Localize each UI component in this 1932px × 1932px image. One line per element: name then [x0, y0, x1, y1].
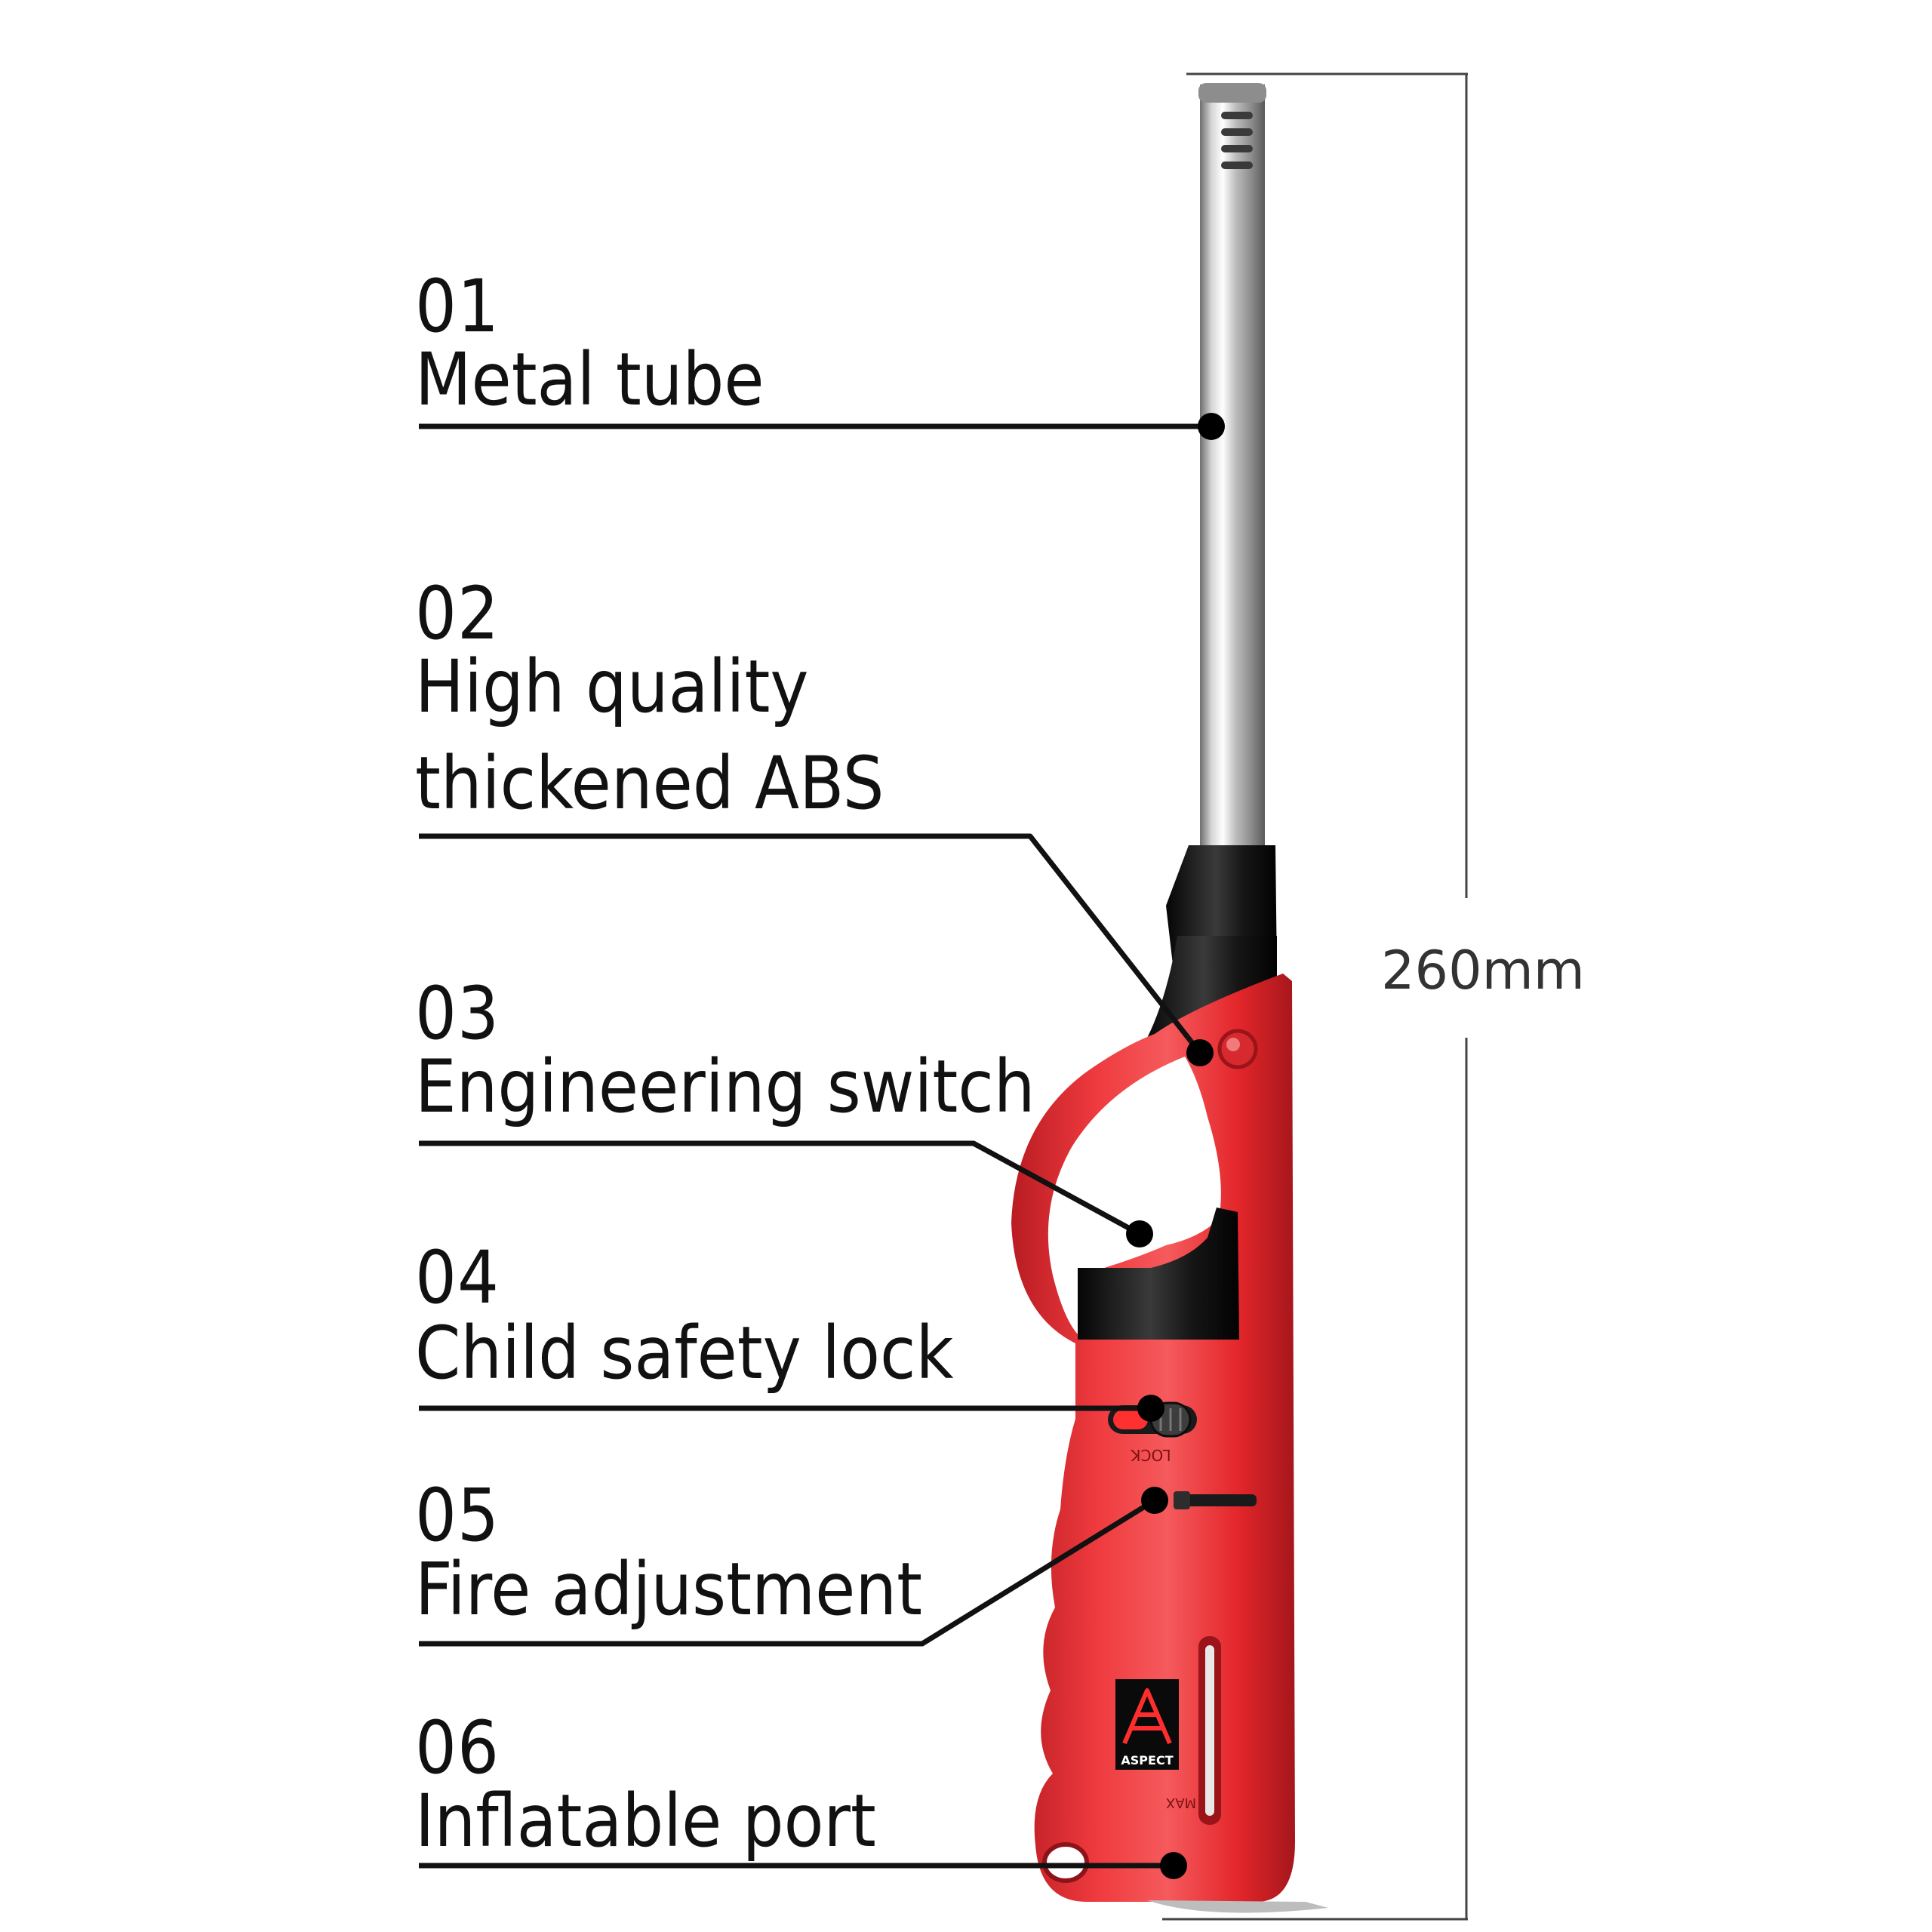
trigger-switch — [1078, 1208, 1239, 1340]
leader-03 — [419, 1140, 1141, 1237]
dimension-line — [1162, 72, 1468, 1921]
callout-01-number: 01 — [415, 264, 500, 349]
metal-tube — [1200, 85, 1265, 858]
dot-02 — [1186, 1039, 1214, 1066]
callout-04-text: Child safety lock — [415, 1311, 954, 1395]
callout-02-number: 02 — [415, 571, 500, 656]
tube-slots — [1221, 112, 1253, 169]
bottom-shadow — [1147, 1900, 1328, 1913]
callout-05-number: 05 — [415, 1473, 500, 1558]
leader-05 — [419, 1498, 1156, 1647]
dot-06 — [1160, 1852, 1187, 1879]
lock-label: LOCK — [1130, 1446, 1171, 1464]
callout-03-text: Engineering switch — [415, 1044, 1035, 1129]
callout-04-number: 04 — [415, 1235, 500, 1320]
dot-03 — [1126, 1220, 1153, 1247]
rivet-highlight — [1226, 1038, 1240, 1051]
leader-dots — [1126, 413, 1225, 1879]
dimension-label: 260mm — [1381, 940, 1585, 1001]
fire-adjust-knob — [1174, 1491, 1190, 1509]
metal-tube-cap — [1198, 83, 1266, 103]
fuel-window-inner — [1205, 1645, 1214, 1816]
dot-01 — [1198, 413, 1225, 440]
dot-05 — [1141, 1487, 1168, 1514]
callout-01-text: Metal tube — [415, 337, 764, 422]
brand-logo-mark — [1122, 1688, 1172, 1745]
hang-hole — [1042, 1842, 1089, 1883]
brand-name: ASPECT — [1121, 1753, 1173, 1767]
dot-04 — [1137, 1395, 1164, 1422]
callout-05-text: Fire adjustment — [415, 1547, 922, 1632]
max-label: MAX — [1166, 1795, 1196, 1810]
callout-06-number: 06 — [415, 1706, 500, 1790]
callout-06-text: Inflatable port — [415, 1779, 876, 1863]
callout-03-number: 03 — [415, 971, 500, 1056]
handle-opening — [1048, 1057, 1221, 1336]
leader-lines — [419, 423, 1211, 1869]
callout-02-text-1: High quality — [415, 645, 809, 729]
leader-02 — [419, 833, 1202, 1055]
fire-adjust-slot — [1174, 1494, 1257, 1506]
callout-02-text-2: thickened ABS — [415, 741, 884, 826]
